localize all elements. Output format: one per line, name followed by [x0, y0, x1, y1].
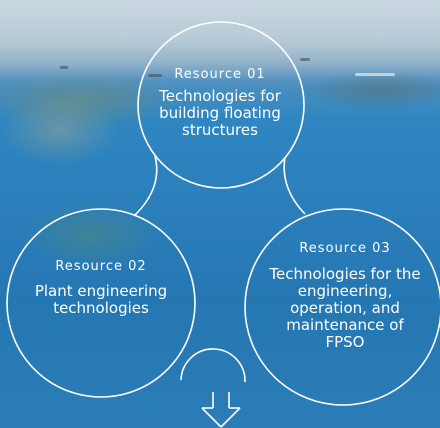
- resource-01: Resource 01 Technologies for building fl…: [154, 67, 286, 139]
- island-shape: [0, 70, 180, 130]
- island-shape: [0, 95, 120, 165]
- down-arrow-icon: [201, 392, 241, 428]
- ship-shape: [148, 74, 162, 77]
- ship-shape: [60, 66, 68, 69]
- resource-02-kicker: Resource 02: [55, 259, 147, 274]
- connector-right-arc: [283, 156, 306, 215]
- connector-left-arc: [133, 155, 158, 217]
- ship-shape: [300, 58, 310, 61]
- resource-02-circle: [6, 208, 196, 398]
- resource-03-kicker: Resource 03: [299, 241, 391, 256]
- resource-01-kicker: Resource 01: [174, 67, 266, 82]
- resource-01-circle: [137, 21, 305, 189]
- island-shape: [300, 70, 440, 110]
- island-shape: [20, 200, 160, 270]
- resource-03-circle: [244, 208, 440, 406]
- ship-shape: [355, 73, 395, 76]
- resource-03-title: Technologies for the engineering, operat…: [269, 265, 421, 351]
- resource-02: Resource 02 Plant engineering technologi…: [26, 259, 176, 317]
- resource-01-title: Technologies for building floating struc…: [159, 87, 281, 139]
- resource-02-title: Plant engineering technologies: [34, 282, 168, 317]
- connector-bottom-arc: [180, 348, 246, 383]
- resource-03: Resource 03 Technologies for the enginee…: [266, 241, 424, 351]
